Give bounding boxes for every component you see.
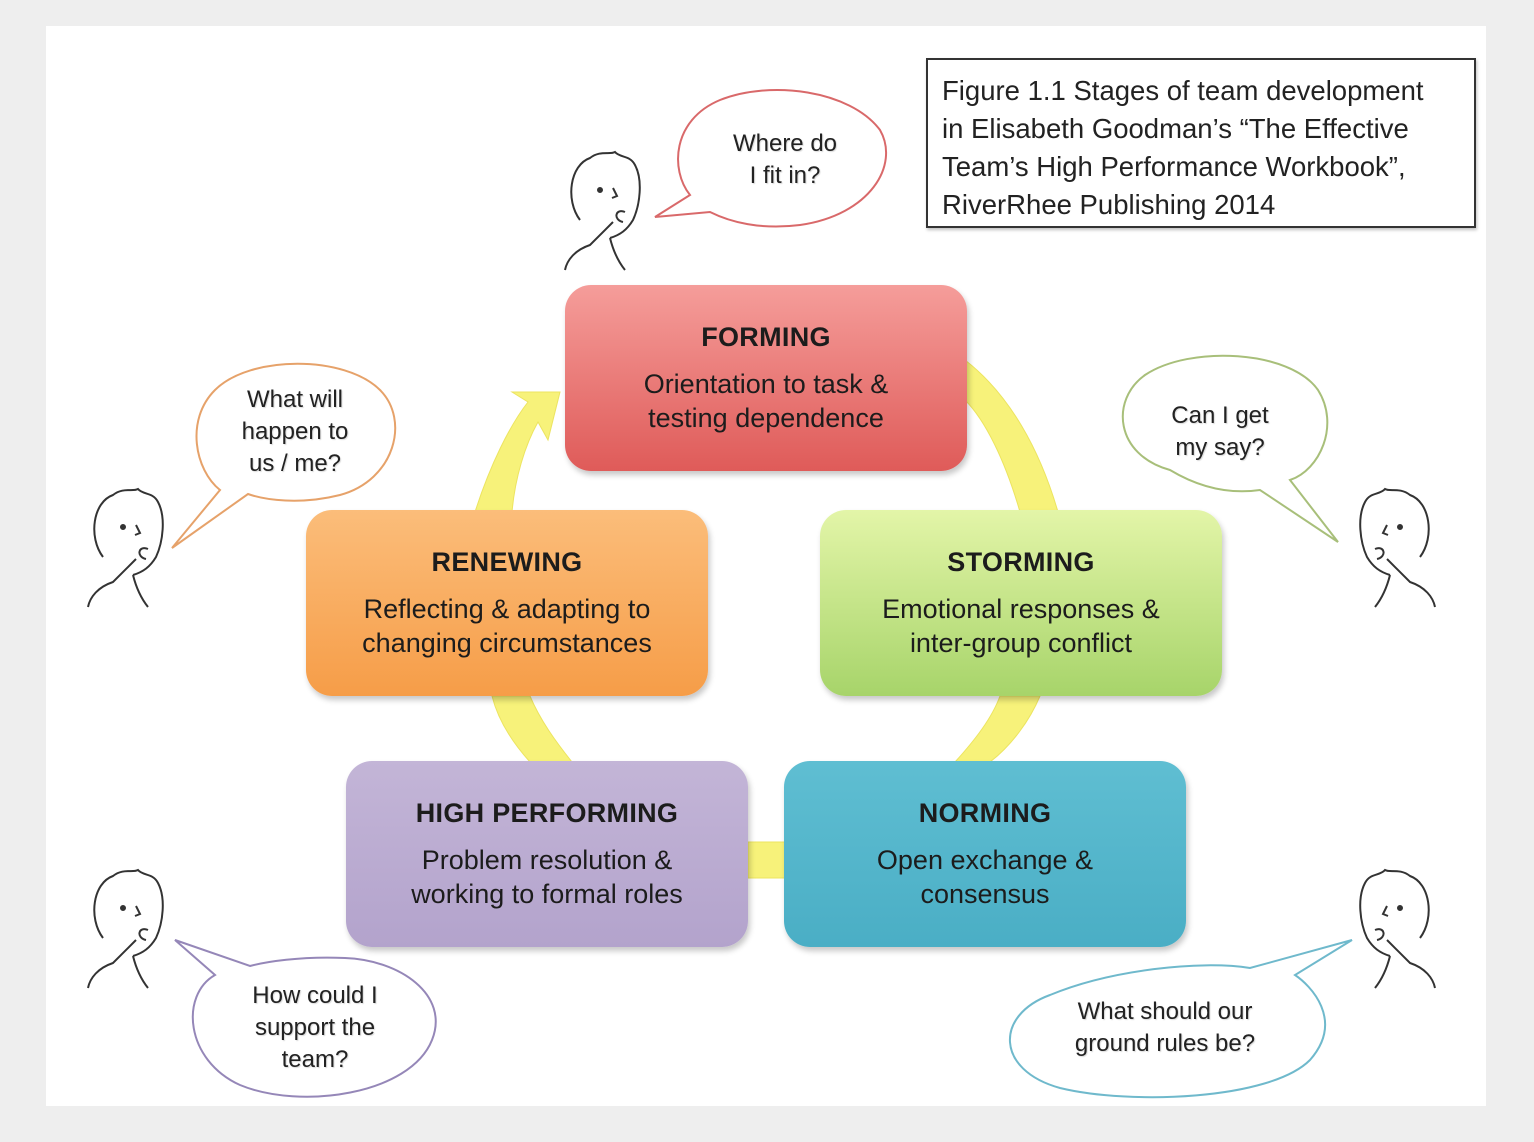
person-icon-renewing [87,487,164,608]
speech-bubble-storming [1121,354,1339,543]
bubble-text-forming: Where do I fit in? [700,128,870,192]
bubble-line: happen to [241,418,349,445]
bubble-line: I fit in? [749,162,821,189]
stage-description: Emotional responses & [882,593,1160,624]
bubble-text-storming: Can I get my say? [1135,400,1305,464]
bubble-line: How could I [252,982,378,1009]
stage-description: Reflecting & adapting to [363,593,651,624]
bubble-line: Where do [732,130,838,157]
stage-title: NORMING [918,797,1052,828]
person-icon-high-performing [87,868,164,989]
cycle-segment-forming-storming [964,358,1059,513]
stage-title: FORMING [701,321,831,352]
stage-description: Problem resolution & [421,844,673,875]
cycle-segment-renewing-forming [474,391,561,513]
bubble-line: What should our [1077,998,1253,1025]
person-icon-norming [1359,868,1436,989]
bubble-text-renewing: What will happen to us / me? [210,384,380,480]
bubble-line: ground rules be? [1074,1030,1256,1057]
bubble-line: support the [254,1014,376,1041]
stage-title: RENEWING [431,546,583,577]
stage-forming: FORMING Orientation to task & testing de… [565,285,967,471]
stage-high-performing: HIGH PERFORMING Problem resolution & wor… [346,761,748,947]
bubble-line: What will [246,386,343,413]
stage-description: working to formal roles [411,878,683,909]
cycle-segment-storming-norming [953,695,1041,763]
bubble-line: team? [281,1046,349,1073]
figure-caption: Figure 1.1 Stages of team development in… [926,58,1476,228]
stage-norming: NORMING Open exchange & consensus [784,761,1186,947]
stage-description: inter-group conflict [909,627,1133,658]
stage-title: STORMING [947,546,1095,577]
cycle-segment-norming-high [747,841,787,879]
stage-description: Open exchange & [876,844,1094,875]
speech-bubble-norming [1009,939,1353,1099]
bubble-line: Can I get [1171,402,1269,429]
bubble-text-norming: What should our ground rules be? [1045,996,1285,1060]
cycle-segment-high-renewing [491,695,574,763]
stage-description: changing circumstances [362,627,652,658]
person-icon-storming [1359,487,1436,608]
figure-caption-line: in Elisabeth Goodman’s “The Effective [942,113,1409,144]
bubble-text-high-performing: How could I support the team? [220,980,410,1076]
person-icon-forming [564,150,641,271]
stage-description: Orientation to task & [643,368,889,399]
speech-bubble-high-performing [174,939,437,1098]
cycle-arrow [474,358,1059,879]
stage-description: consensus [920,878,1050,909]
figure-caption-line: Figure 1.1 Stages of team development [942,75,1424,106]
bubble-line: us / me? [248,450,342,477]
stage-title: HIGH PERFORMING [415,797,679,828]
speech-bubble-forming [654,89,888,228]
stage-description: testing dependence [648,402,884,433]
figure-caption-line: RiverRhee Publishing 2014 [942,189,1276,220]
speech-bubble-renewing [171,362,397,549]
stage-renewing: RENEWING Reflecting & adapting to changi… [306,510,708,696]
figure-caption-line: Team’s High Performance Workbook”, [942,151,1406,182]
bubble-line: my say? [1175,434,1265,461]
stage-storming: STORMING Emotional responses & inter-gro… [820,510,1222,696]
